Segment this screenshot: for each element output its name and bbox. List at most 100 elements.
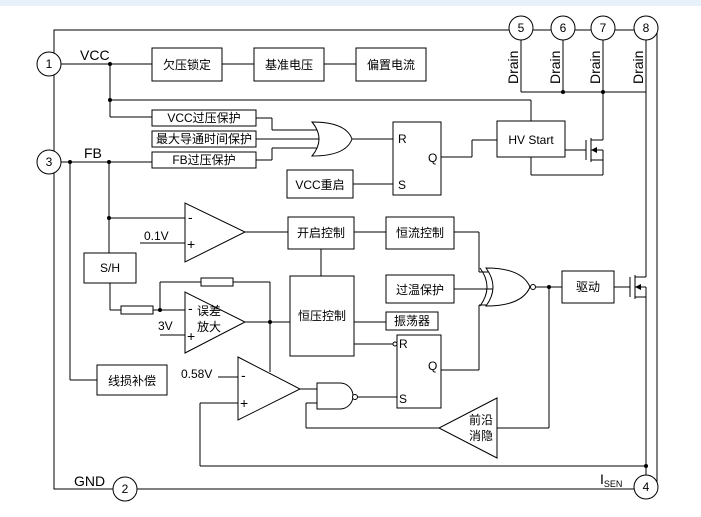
cs-plus: +	[240, 395, 248, 411]
nand-gate	[316, 382, 358, 410]
drain-label-5: Drain	[505, 51, 521, 84]
driver-block: 驱动	[561, 270, 615, 304]
latch-1: R Q S	[392, 121, 442, 196]
pin-7: 7	[590, 15, 616, 41]
vcc-restart-block: VCC重启	[286, 169, 354, 199]
pin-6: 6	[550, 15, 576, 41]
pin-8: 8	[633, 15, 659, 41]
top-strip	[0, 0, 701, 6]
v3-label: 3V	[158, 319, 173, 333]
uvlo-label: 欠压锁定	[163, 57, 211, 72]
error-amplifier: - + 误差 放大	[184, 291, 247, 354]
hv-start-label: HV Start	[508, 133, 554, 147]
latch1-r: R	[398, 132, 407, 146]
latch2-q: Q	[428, 359, 437, 373]
nor-gate-output	[479, 267, 536, 307]
latch1-q: Q	[428, 151, 437, 165]
cv-ctrl-label: 恒压控制	[298, 309, 346, 323]
sh-block: S/H	[83, 252, 137, 284]
resistor-fb	[200, 277, 234, 287]
leb-line1: 前沿	[469, 412, 493, 427]
otp-block: 过温保护	[385, 274, 455, 304]
pin-1: 1	[36, 51, 62, 77]
drain-label-7: Drain	[587, 51, 603, 84]
pin-4-number: 4	[643, 480, 650, 494]
or-gate-protection	[310, 121, 353, 157]
vcc-rail	[61, 62, 532, 121]
cs-minus: -	[241, 367, 246, 383]
vcc-ovp-label: VCC过压保护	[167, 111, 240, 125]
fb-ovp-label: FB过压保护	[172, 153, 235, 167]
osc-label: 振荡器	[394, 314, 430, 328]
pin-vcc-label: VCC	[80, 47, 110, 63]
latch-2: R Q S	[392, 334, 442, 409]
ibias-block: 偏置电流	[355, 47, 427, 82]
otp-label: 过温保护	[396, 283, 444, 297]
v01-label: 0.1V	[144, 229, 169, 243]
protection-or-wires	[256, 117, 322, 161]
pin-6-number: 6	[560, 21, 567, 35]
start-ctrl-label: 开启控制	[297, 226, 345, 240]
pin-4: 4	[633, 474, 659, 500]
cc-ctrl-label: 恒流控制	[396, 226, 444, 240]
ibias-label: 偏置电流	[367, 57, 415, 72]
drain-label-6: Drain	[547, 51, 563, 84]
latch1-q-wire	[441, 139, 497, 158]
latch1-s: S	[398, 178, 406, 192]
comp1-plus: +	[187, 236, 195, 252]
hv-mosfet	[530, 92, 604, 176]
pin-fb-label: FB	[84, 145, 102, 161]
chip-outline	[53, 29, 658, 490]
latch2-r: R	[399, 337, 408, 351]
drain-label-8: Drain	[630, 51, 646, 84]
sh-label: S/H	[100, 261, 120, 275]
vref-block: 基准电压	[253, 47, 325, 82]
max-on-time-label: 最大导通时间保护	[156, 132, 252, 146]
pin-5-number: 5	[518, 21, 525, 35]
fb-wiring	[61, 160, 185, 381]
start-ctrl-block: 开启控制	[287, 216, 355, 250]
comparator-cs: - +	[237, 356, 302, 421]
pin-2: 2	[112, 476, 138, 502]
pin-1-number: 1	[46, 57, 53, 71]
comp1-minus: -	[188, 209, 193, 225]
ea-to-cv	[245, 320, 290, 372]
osc-block: 振荡器	[385, 311, 439, 331]
max-on-time-block: 最大导通时间保护	[151, 130, 257, 148]
pin-3-number: 3	[46, 155, 53, 169]
ea-line2: 放大	[197, 319, 221, 334]
leb-wiring	[305, 285, 551, 429]
vcc-restart-label: VCC重启	[295, 178, 344, 192]
cc-ctrl-block: 恒流控制	[385, 216, 455, 250]
fb-ovp-block: FB过压保护	[151, 151, 257, 169]
pin-3: 3	[36, 149, 62, 175]
uvlo-block: 欠压锁定	[151, 47, 223, 82]
pin-5: 5	[508, 15, 534, 41]
line-comp-label: 线损补偿	[108, 373, 156, 388]
line-comp-block: 线损补偿	[96, 364, 168, 396]
sh-out-wiring	[109, 277, 271, 322]
latch2-s: S	[399, 392, 407, 406]
vcc-ovp-block: VCC过压保护	[151, 109, 257, 127]
pin-8-number: 8	[643, 21, 650, 35]
isen-feedback-wire	[199, 402, 646, 467]
v058-label: 0.58V	[181, 367, 212, 381]
leb-block: 前沿 消隐	[437, 397, 498, 459]
pin-gnd-label: GND	[74, 473, 105, 489]
vref-label: 基准电压	[265, 58, 313, 72]
hv-start-block: HV Start	[496, 120, 566, 158]
leb-line2: 消隐	[469, 429, 493, 443]
pin-7-number: 7	[600, 21, 607, 35]
power-mosfet	[614, 272, 648, 475]
drain-bus	[520, 40, 647, 272]
resistor-sh	[120, 305, 154, 315]
ea-plus: +	[187, 328, 195, 344]
ea-minus: -	[188, 300, 193, 316]
pin-isen-label: ISEN	[600, 471, 622, 489]
cv-ctrl-block: 恒压控制	[289, 275, 355, 357]
ea-line1: 误差	[197, 304, 221, 318]
comparator-startup: - +	[184, 202, 247, 263]
driver-label: 驱动	[576, 280, 600, 294]
pin-2-number: 2	[122, 482, 129, 496]
